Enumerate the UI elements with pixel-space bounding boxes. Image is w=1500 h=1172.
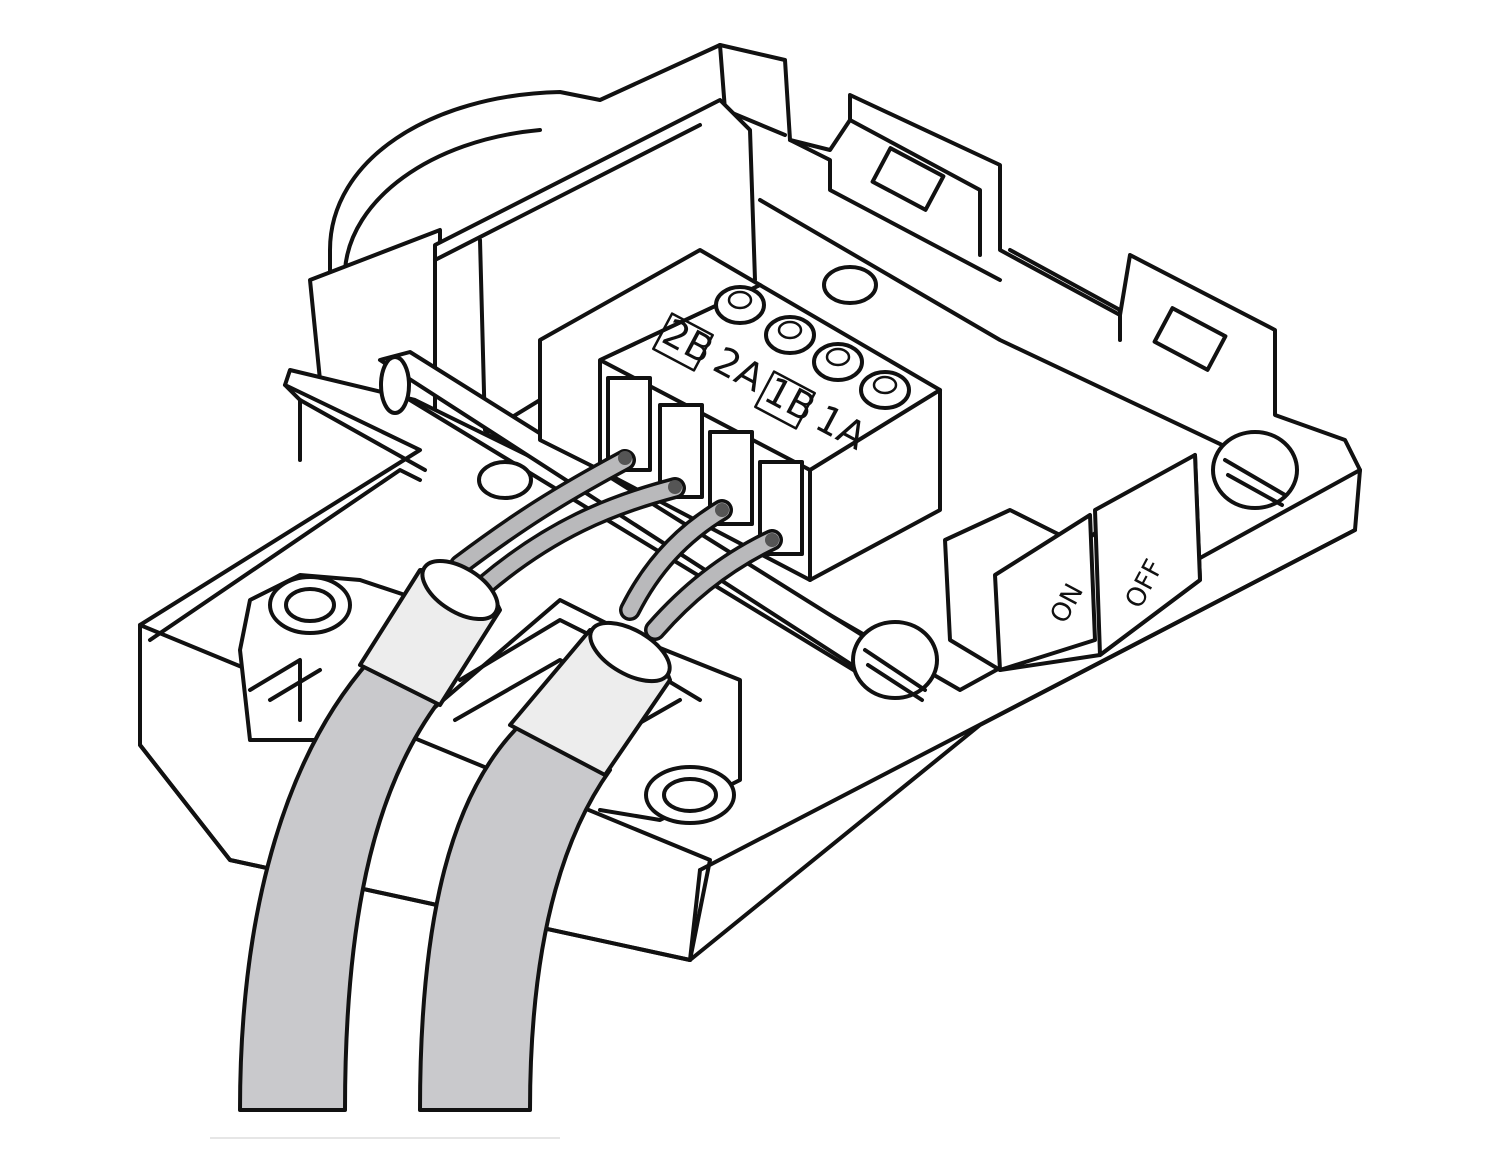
switch-on-lever	[993, 513, 1097, 672]
wire-1a	[647, 532, 780, 638]
wire-tip-2a	[668, 480, 682, 494]
screw-right-rear	[1211, 430, 1299, 510]
wire-2a	[477, 480, 683, 593]
cable-left	[238, 558, 502, 1112]
terminal-screws	[714, 285, 911, 410]
terminal-block: 2B 2A 1B 1A	[538, 248, 942, 582]
cable-right-end	[588, 620, 672, 684]
rear-slot-right	[1152, 306, 1228, 372]
rear-mount-hole-left	[477, 460, 533, 500]
wire-tip-1a	[765, 533, 779, 547]
wire-1b	[622, 502, 730, 618]
terminal-screw-2a	[764, 315, 816, 355]
wire-tip-1b	[715, 503, 729, 517]
wires	[449, 449, 783, 641]
rear-slot-left	[870, 146, 946, 212]
terminal-screw-2b	[714, 285, 766, 325]
rear-mount-hole-right	[822, 265, 878, 305]
wire-tip-2b	[618, 451, 632, 465]
terminal-screw-1b	[812, 342, 864, 382]
wire-2b	[452, 452, 633, 573]
termination-switch: ON OFF	[943, 453, 1202, 672]
cable-left-end	[420, 558, 500, 622]
terminal-screw-1a	[859, 370, 911, 410]
rod-end	[379, 355, 411, 415]
cable-right	[418, 620, 672, 1112]
screw-right-front	[851, 620, 939, 702]
switch-off-lever	[1093, 453, 1202, 657]
